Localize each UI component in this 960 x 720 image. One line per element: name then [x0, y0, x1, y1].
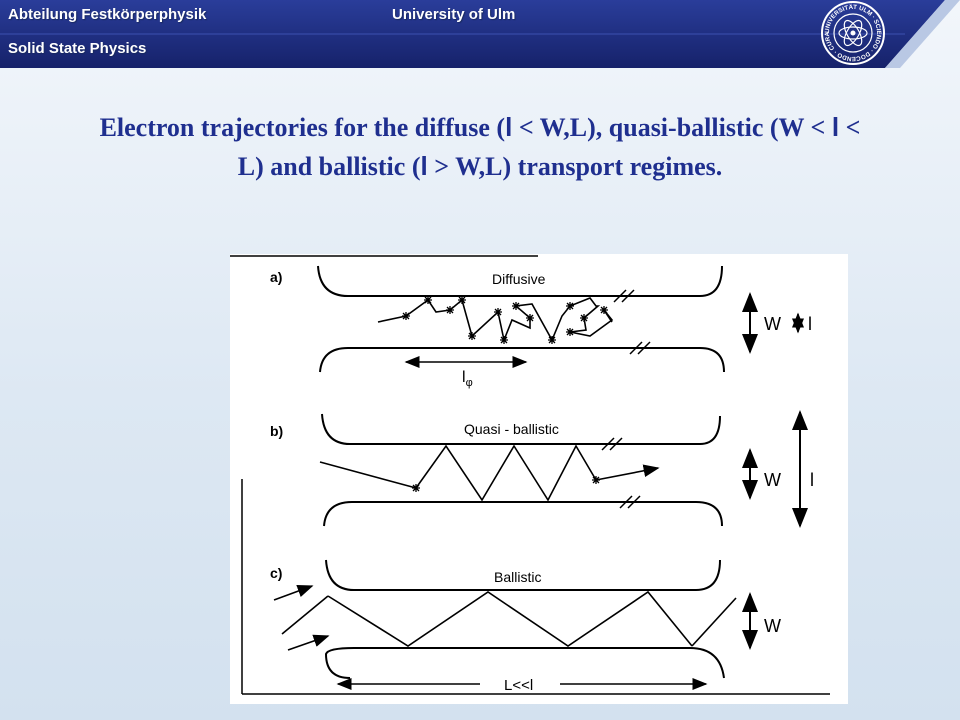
title-part-4: > W,L) transport regimes.: [427, 152, 723, 181]
university-seal-logo: UNIVERSITÄT ULM · SCIENDO · DOCENDO · CU…: [820, 0, 886, 66]
panel-c-length-label: L<<l: [504, 677, 533, 694]
panel-b-label: Quasi - ballistic: [464, 421, 559, 437]
subdepartment-label: Solid State Physics: [8, 40, 147, 57]
panel-a-tag: a): [270, 269, 282, 285]
title-part-2: < W,L), quasi-ballistic (W <: [512, 113, 832, 142]
phase-length-symbol: lφ: [462, 369, 473, 389]
panel-b-width-label: W: [764, 470, 781, 490]
header-band: Abteilung Festkörperphysik Solid State P…: [0, 0, 960, 70]
title-part-3: < L) and ballistic (: [237, 113, 861, 181]
university-label: University of Ulm: [392, 6, 516, 23]
panel-b-tag: b): [270, 423, 283, 439]
department-label: Abteilung Festkörperphysik: [8, 6, 207, 23]
slide-title: Electron trajectories for the diffuse (l…: [90, 108, 870, 186]
mean-free-path-symbol: l: [505, 112, 513, 142]
title-part-1: Electron trajectories for the diffuse (: [99, 113, 506, 142]
panel-c-label: Ballistic: [494, 569, 541, 585]
panel-a-label: Diffusive: [492, 271, 546, 287]
mean-free-path-symbol: l: [831, 112, 840, 142]
panel-a-mfp-label: l: [808, 314, 812, 334]
panel-c-width-label: W: [764, 616, 781, 636]
panel-c-tag: c): [270, 565, 282, 581]
panel-a-width-label: W: [764, 314, 781, 334]
transport-regimes-figure: a) Diffusive lφ W l: [230, 254, 848, 704]
mean-free-path-symbol: l: [420, 151, 428, 181]
panel-b-mfp-label: l: [810, 470, 814, 490]
